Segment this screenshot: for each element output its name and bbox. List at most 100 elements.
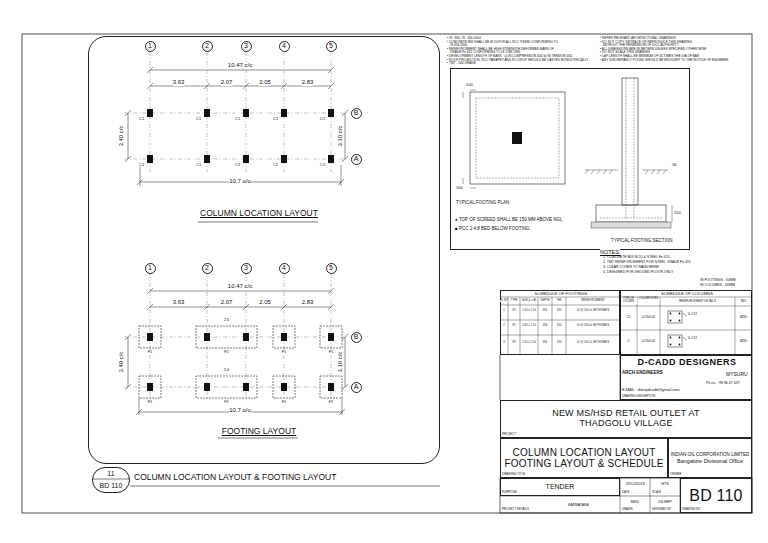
grid-bubble: B	[351, 332, 362, 343]
dimension-text: 2.83	[302, 79, 314, 86]
node-title: NEW MS/HSD RETAIL OUTLET AT THADGOLU VIL…	[546, 409, 706, 429]
node-title: 4	[282, 264, 286, 272]
table-cell: 10 @ 150 c/c BOTH WAYS	[577, 310, 609, 313]
dimension-text: 3.10 c/c	[337, 125, 344, 146]
table-cell: 2	[503, 325, 505, 328]
field-value: NTS	[661, 482, 669, 486]
field-tag: PURPOSE	[502, 491, 517, 494]
firm-text: E-MAIL : dileepdcadd@gmail.com	[622, 388, 679, 392]
table-cell: 4-#12	[688, 313, 697, 317]
field-tag: SCALE	[652, 491, 661, 494]
node-title: 3	[244, 42, 248, 50]
footing-tag: F2	[224, 350, 229, 354]
table-header: DEPTH	[540, 300, 549, 303]
dimension-text: 3.63	[173, 299, 185, 306]
footing-tag: F1	[282, 400, 287, 404]
grid-bubble: B	[351, 108, 362, 119]
node-title: A	[354, 155, 359, 163]
footing-tag: F2	[224, 400, 229, 404]
node-title: B	[354, 109, 359, 117]
table-cell: C	[627, 340, 630, 344]
field-tag: DRAWING DESCRIPTION	[622, 395, 655, 398]
grid-bubble: A	[351, 382, 362, 393]
field-tag: PROJECT	[502, 433, 516, 436]
node-subtitle: Bangalore Divisional Office	[677, 458, 743, 464]
column-tag: C1	[196, 117, 201, 121]
dimension-text: 2.05	[259, 299, 271, 306]
dimension-text: 10.7 o/o	[229, 407, 251, 414]
node-title: 5	[329, 264, 333, 272]
note-text: ● TOP OF SCREED SHALL BE 150 MM ABOVE NG…	[455, 218, 563, 223]
notes-heading: NOTES:	[600, 249, 620, 255]
table-cell: 450	[543, 342, 547, 345]
node-title: D-CADD DESIGNERS	[637, 358, 736, 368]
dimension-text: 2.6	[224, 318, 230, 322]
footing-tag: F1	[329, 350, 334, 354]
node-title: 2	[205, 264, 209, 272]
node-subtitle: BD 110	[100, 482, 123, 490]
grid-bubble: A	[351, 154, 362, 165]
layout-panel: COLUMN LOCATION LAYOUTFOOTING LAYOUT1234…	[88, 36, 440, 464]
node-title: TYPICAL FOOTING PLAN	[456, 201, 509, 206]
column-tag: C1	[320, 163, 325, 167]
table-cell: 450	[543, 325, 547, 328]
table-cell: 150	[557, 325, 561, 328]
table-cell: 4-#12	[688, 337, 697, 341]
dimension-text: 10.47 c/c	[228, 62, 252, 69]
callout-title: COLUMN LOCATION LAYOUT & FOOTING LAYOUT	[134, 473, 336, 482]
field-tag: OWNER	[670, 473, 682, 476]
table-cell: F1	[512, 310, 515, 313]
firm-box: D-CADD DESIGNERS	[620, 355, 752, 400]
node-title: A	[354, 383, 359, 391]
dimension-text: 2.07	[221, 299, 233, 306]
node-title: 1	[148, 42, 152, 50]
footing-tag: F1	[148, 400, 153, 404]
table-header: SIZE (L x B)	[522, 300, 537, 303]
node-title: 4	[282, 42, 286, 50]
owner-box: INDIAN OIL CORPORATION LIMITEDBangalore …	[668, 438, 752, 478]
node-title: B	[354, 333, 359, 341]
table-cell: M20	[740, 316, 747, 320]
footing-tag: F1	[282, 350, 287, 354]
table-cell: 1.20 x 1.20	[522, 310, 535, 313]
node-title: 3	[244, 264, 248, 272]
node-title: BD 110	[689, 487, 742, 505]
grid-bubble: 1	[145, 41, 156, 52]
grid-bubble: 4	[279, 263, 290, 274]
grid-bubble: 1	[145, 263, 156, 274]
note-text: IN COLUMNS - 40MM	[700, 284, 735, 288]
grid-bubble: 3	[241, 263, 252, 274]
column-tag: C1	[320, 117, 325, 121]
node-title: 5	[329, 42, 333, 50]
table-header: TYPE OF COLUMN	[621, 298, 637, 304]
grid-bubble: 5	[326, 41, 337, 52]
dimension-text: 2.6	[224, 368, 230, 372]
node-title: COLUMN LOCATION LAYOUT FOOTING LAYOUT & …	[504, 447, 664, 469]
node-title: 1	[148, 264, 152, 272]
firm-text: ARCH ENGINEERS	[622, 371, 663, 376]
note-text: 4. DESIGNED FOR GROUND FLOOR ONLY	[603, 271, 673, 275]
field-value: 23/12/2018	[625, 482, 644, 486]
grid-bubble: 5	[326, 263, 337, 274]
table-header: REINFORCEMENT DETAILS	[679, 300, 716, 303]
table-header: TYPE	[510, 300, 517, 303]
table-cell: 150	[557, 342, 561, 345]
grid-bubble: 2	[202, 41, 213, 52]
field-value: MKD	[631, 500, 639, 504]
table-cell: C1	[626, 316, 630, 320]
field-tag: DESIGNED BY	[652, 508, 671, 511]
dimension-text: 100	[466, 83, 473, 87]
table-cell: 2.60 x 1.20	[522, 325, 535, 328]
node-title: 2	[205, 42, 209, 50]
node-subtitle: TYPICAL FOOTING SECTION	[611, 239, 673, 244]
node-title: SCHEDULE OF FOOTINGS	[535, 292, 588, 297]
footing-tag: F1	[148, 350, 153, 354]
table-header: SL NO	[500, 300, 508, 303]
field-tag: DATE	[622, 491, 629, 494]
field-tag: DRAWING NO	[682, 508, 700, 511]
firm-text: Ph.no. : 98 86 47 029	[706, 382, 739, 386]
node-title: COLUMN LOCATION LAYOUT	[200, 209, 318, 218]
field-tag: DRAWN	[622, 508, 632, 511]
column-tag: C1	[196, 163, 201, 167]
